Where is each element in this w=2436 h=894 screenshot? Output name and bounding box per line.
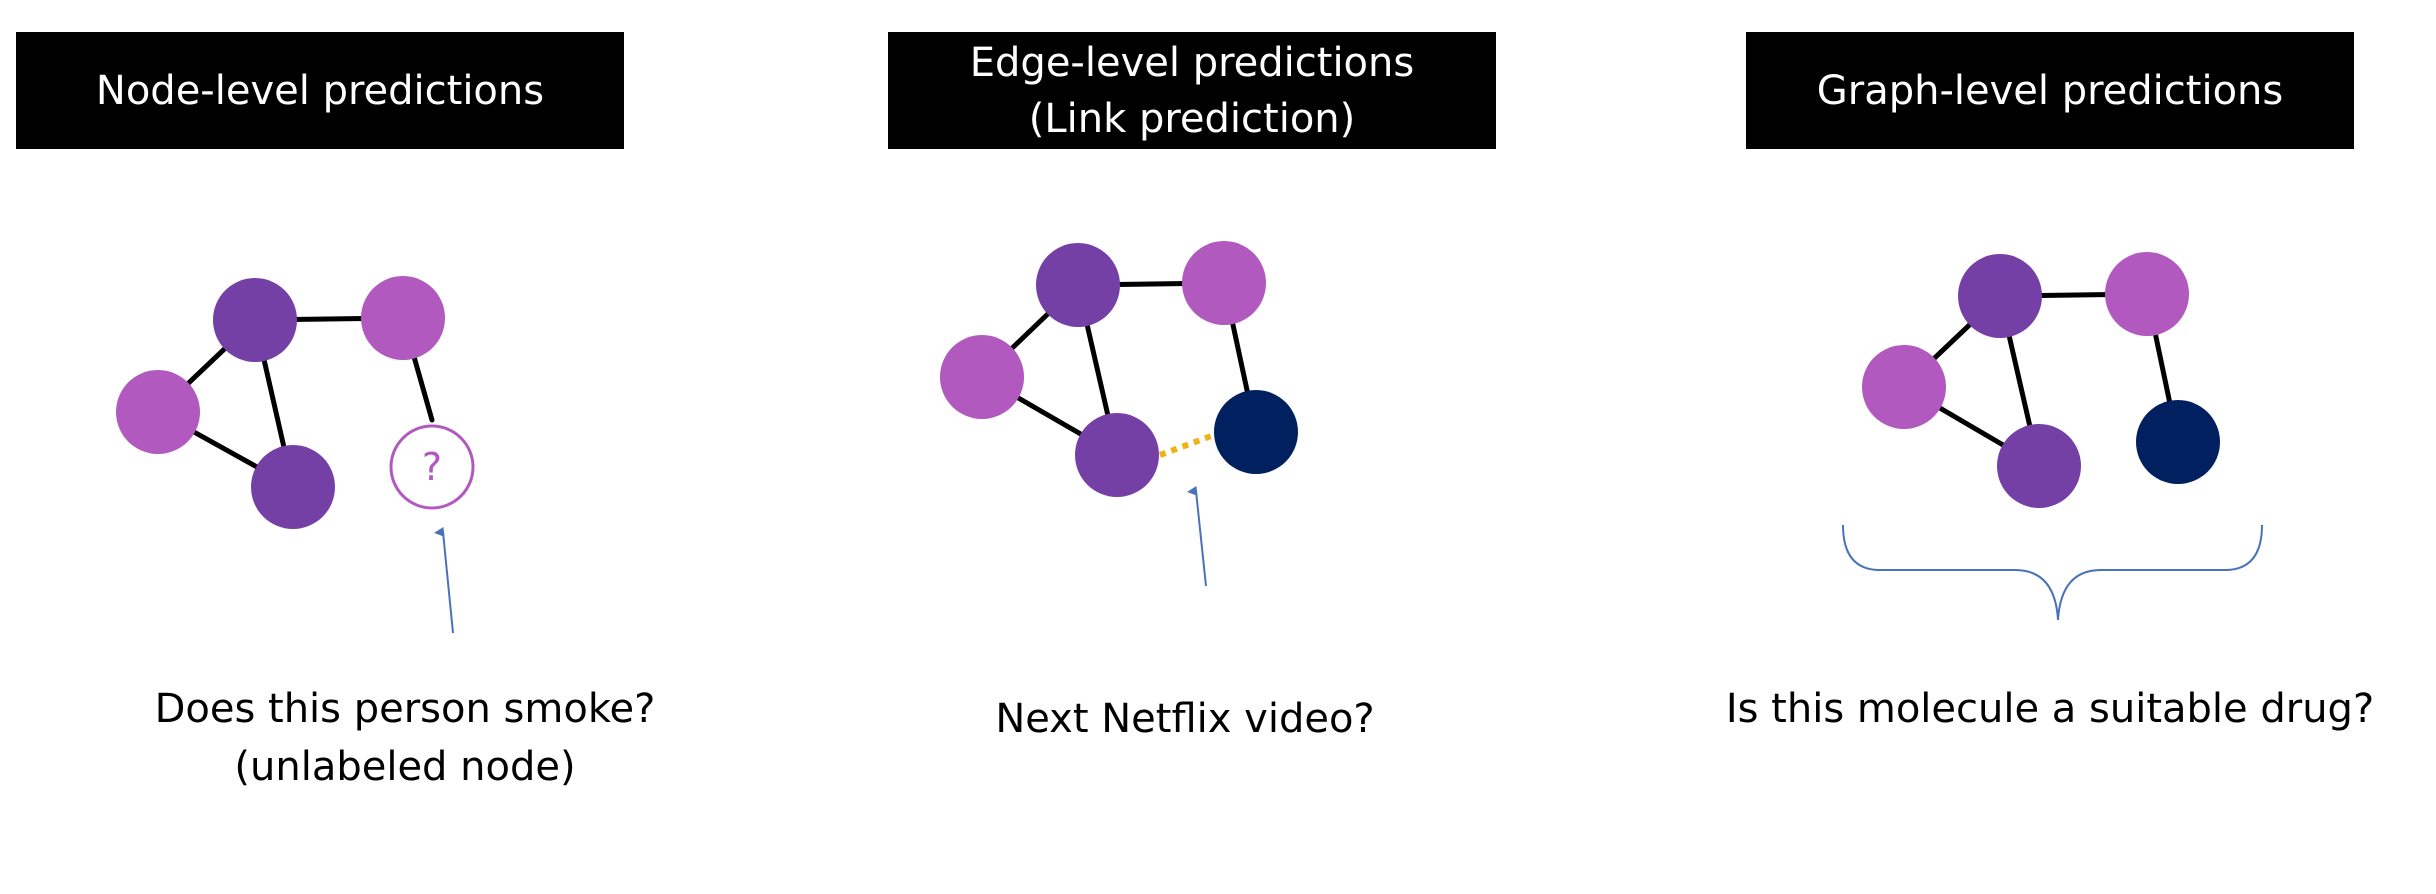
graph-level-header: Graph-level predictions xyxy=(1746,32,2354,149)
unlabeled-node-question-mark: ? xyxy=(422,445,442,489)
graph-node-light-purple xyxy=(361,276,445,360)
graph-level-caption-line: Is this molecule a suitable drug? xyxy=(1725,686,2375,732)
node-level-caption-line: Does this person smoke? xyxy=(154,686,656,732)
graph-node-dark-purple xyxy=(1997,424,2081,508)
node-level-caption: Does this person smoke? (unlabeled node) xyxy=(100,680,710,796)
graph-node-light-purple xyxy=(116,370,200,454)
graph-level-header-text: Graph-level predictions xyxy=(1816,67,2284,114)
graph-brace xyxy=(1842,524,2263,621)
edge-level-header: Edge-level predictions (Link prediction) xyxy=(888,32,1496,149)
edge-level-graph xyxy=(940,241,1298,587)
node-level-caption-line: (unlabeled node) xyxy=(234,744,576,790)
graph-node-dark-purple xyxy=(251,445,335,529)
graph-node-dark-purple xyxy=(1075,413,1159,497)
edge-level-caption: Next Netflix video? xyxy=(930,690,1440,748)
graph-node-light-purple xyxy=(2105,252,2189,336)
graph-node-light-purple xyxy=(940,335,1024,419)
graph-node-light-purple xyxy=(1862,345,1946,429)
node-level-graph: ? xyxy=(116,276,475,634)
graph-node-dark-purple xyxy=(1036,243,1120,327)
graph-level-graph xyxy=(1842,252,2263,621)
graph-node-dark-purple xyxy=(1958,254,2042,338)
graph-node-light-purple xyxy=(1182,241,1266,325)
edge-level-header-subtext: (Link prediction) xyxy=(1028,95,1356,142)
graph-level-caption: Is this molecule a suitable drug? xyxy=(1700,680,2400,738)
node-level-header: Node-level predictions xyxy=(16,32,624,149)
edge-level-caption-line: Next Netflix video? xyxy=(995,696,1375,742)
pointer-arrow xyxy=(1187,485,1207,587)
pointer-arrow xyxy=(434,526,454,634)
graph-node-navy xyxy=(1214,390,1298,474)
unlabeled-node xyxy=(389,424,475,510)
graph-node-navy xyxy=(2136,400,2220,484)
node-level-header-text: Node-level predictions xyxy=(95,67,545,114)
predicted-link xyxy=(1158,432,1216,458)
graph-node-dark-purple xyxy=(213,278,297,362)
edge-level-header-text: Edge-level predictions xyxy=(969,39,1415,86)
